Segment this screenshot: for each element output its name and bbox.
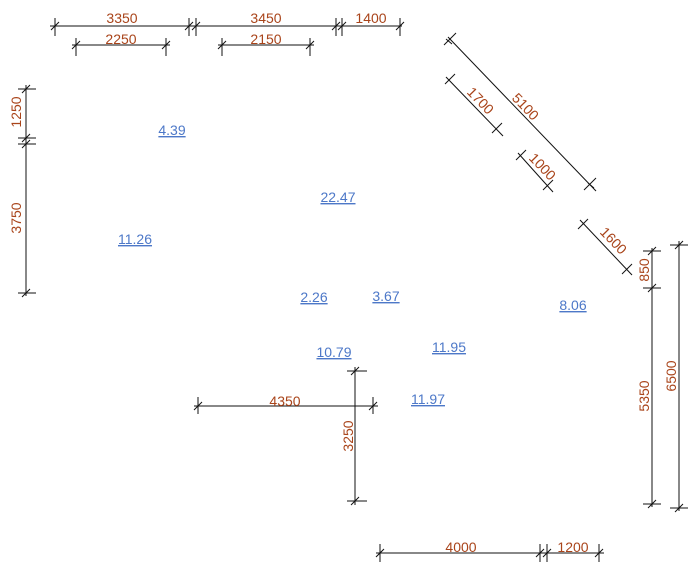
room-area-link[interactable]: 22.47 <box>320 189 355 205</box>
dim-2250-label: 2250 <box>105 31 136 47</box>
right-inner-dimension-chain: 850 5350 <box>636 246 661 509</box>
diagonal-dimension-1600: 1600 <box>577 218 633 276</box>
dim-1000-label: 1000 <box>526 150 559 184</box>
room-area-labels: 4.39 22.47 11.26 2.26 3.67 8.06 10.79 11… <box>118 122 587 407</box>
dim-3350-label: 3350 <box>106 10 137 26</box>
dim-3750-label: 3750 <box>8 202 24 233</box>
room-area-link[interactable]: 8.06 <box>559 297 586 313</box>
bottom-dimension-chain: 4000 1200 <box>375 539 604 562</box>
left-dimension-chain: 1250 3750 <box>8 84 36 298</box>
room-area-link[interactable]: 11.95 <box>432 339 466 355</box>
room-area-link[interactable]: 2.26 <box>300 289 327 305</box>
dim-1400-label: 1400 <box>355 10 386 26</box>
dim-4000-label: 4000 <box>445 539 476 555</box>
mid-vertical-dimension: 3250 <box>340 366 367 506</box>
top-inner-dimensions: 2250 2150 <box>71 31 315 56</box>
dim-3250-label: 3250 <box>340 420 356 451</box>
diagonal-dimension-1700: 1700 <box>444 73 504 137</box>
room-area-link[interactable]: 10.79 <box>316 344 351 360</box>
dim-4350-label: 4350 <box>269 393 300 409</box>
room-area-link[interactable]: 11.97 <box>411 391 445 407</box>
dim-6500-label: 6500 <box>663 360 679 391</box>
dim-5350-label: 5350 <box>636 380 652 411</box>
right-outer-dimension: 6500 <box>663 240 688 513</box>
room-area-link[interactable]: 11.26 <box>118 231 152 247</box>
dim-1250-label: 1250 <box>8 96 24 127</box>
diagonal-dimension-5100: 5100 <box>443 32 597 192</box>
room-area-link[interactable]: 3.67 <box>372 288 399 304</box>
dim-2150-label: 2150 <box>250 31 281 47</box>
dim-1600-label: 1600 <box>597 224 630 258</box>
mid-horizontal-dimension: 4350 <box>193 393 378 414</box>
diagonal-dimension-1000: 1000 <box>515 149 559 193</box>
room-area-link[interactable]: 4.39 <box>158 122 185 138</box>
dim-1200-label: 1200 <box>557 539 588 555</box>
top-dimension-chain: 3350 3450 1400 <box>50 10 405 36</box>
dim-850-label: 850 <box>636 258 652 282</box>
dim-3450-label: 3450 <box>250 10 281 26</box>
